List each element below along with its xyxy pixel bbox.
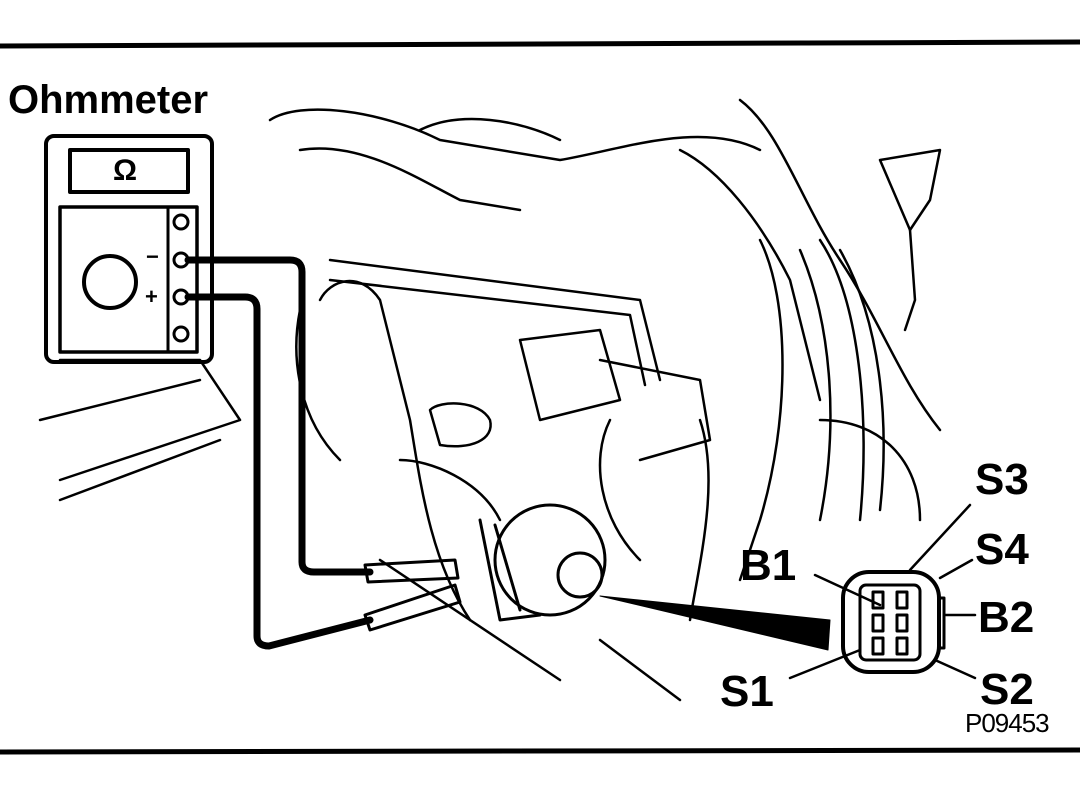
pin-label-s2: S2 — [980, 665, 1034, 714]
probe-minus — [363, 558, 460, 584]
top-border — [0, 39, 1080, 49]
pin-label-b2: B2 — [978, 593, 1035, 642]
ohm-symbol: Ω — [113, 154, 138, 187]
pin-label-s4: S4 — [975, 525, 1029, 574]
ohmmeter-title: Ohmmeter — [8, 78, 209, 122]
plus-sign: + — [145, 284, 158, 309]
minus-sign: − — [146, 244, 159, 269]
iac-valve — [478, 503, 607, 622]
engine-sketch — [38, 98, 942, 702]
pin-label-s3: S3 — [975, 455, 1029, 504]
ohmmeter — [44, 134, 214, 364]
pin-leader-lines — [788, 503, 977, 680]
arrow-icon — [599, 595, 831, 651]
minus-lead — [184, 256, 374, 576]
pin-label-s1: S1 — [720, 667, 774, 716]
bottom-border — [0, 747, 1080, 755]
figure-code: P09453 — [965, 708, 1050, 738]
plus-lead — [184, 293, 374, 650]
pin-label-b1: B1 — [740, 541, 797, 590]
probe-plus — [363, 583, 462, 632]
connector-face — [841, 570, 946, 674]
